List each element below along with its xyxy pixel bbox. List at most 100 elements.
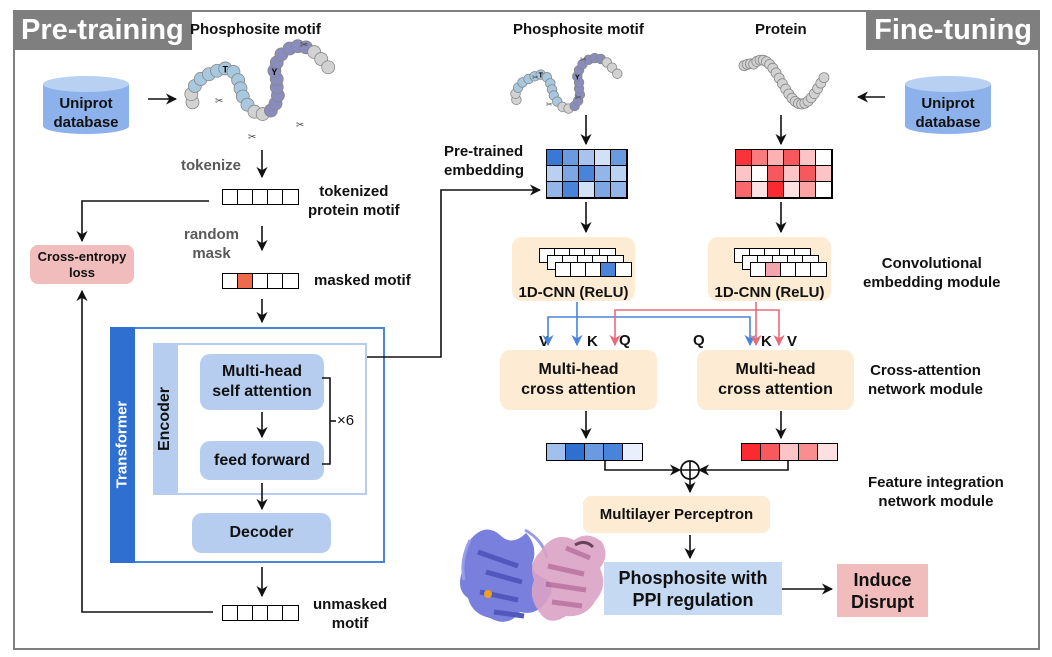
arrow-encoder-to-embedding	[367, 184, 542, 358]
feature-module-label: Feature integration network module	[868, 473, 1004, 511]
phosphosite-atom	[484, 590, 492, 598]
cross-right-line1: Multi-head	[735, 361, 816, 378]
feature-module-line2: network module	[878, 493, 994, 510]
database-cylinder-body	[905, 84, 991, 134]
feature-map-cell	[586, 263, 601, 276]
scissors-icon: ✂	[248, 132, 256, 143]
feature-cell	[818, 444, 837, 460]
token-cell	[223, 274, 238, 288]
right-input-v: V	[787, 333, 798, 350]
mlp-box: Multilayer Perceptron	[583, 496, 770, 533]
cross-left-line2: cross attention	[521, 381, 636, 398]
db-label-line2: database	[53, 114, 119, 131]
pretrained-line2: embedding	[444, 162, 525, 179]
motif-feature-vector	[546, 443, 643, 461]
token-cell	[238, 190, 253, 204]
scissors-icon: ✂	[575, 93, 582, 102]
residue-label: Y	[271, 67, 277, 77]
output-line1: Phosphosite with	[618, 567, 768, 588]
unmasked-motif	[222, 605, 299, 621]
feature-map-cell	[751, 263, 766, 276]
residue-label: T	[539, 73, 544, 80]
red-arrow-v	[756, 309, 785, 347]
cross-right-line2: cross attention	[718, 381, 833, 398]
scissors-icon: ✂	[296, 120, 304, 131]
tokenized-label-line1: tokenized	[319, 183, 389, 200]
database-label: Uniprot database	[43, 94, 129, 132]
token-cell	[238, 606, 253, 620]
blue-protein-chain	[460, 528, 552, 622]
token-cell	[253, 190, 268, 204]
unmasked-line2: motif	[331, 615, 369, 632]
arrow-tokenized-to-loss	[76, 200, 209, 243]
loss-line1: Cross-entropy	[37, 248, 127, 264]
feature-cell	[761, 444, 780, 460]
feature-cell	[547, 444, 566, 460]
db-label-line1: Uniprot	[59, 95, 113, 112]
residue-bead	[612, 68, 623, 79]
blue-arrow-v	[542, 316, 577, 347]
conv-module-line2: embedding module	[863, 274, 1001, 291]
cross-attention-right: Multi-head cross attention	[697, 350, 854, 410]
masked-motif-label: masked motif	[314, 272, 411, 289]
feature-map-cell	[811, 263, 826, 276]
unmasked-motif-label: unmasked motif	[313, 595, 387, 633]
protein-title: Protein	[755, 21, 807, 38]
left-input-q: Q	[619, 332, 631, 349]
protein-embedding-matrix	[735, 149, 833, 199]
scissors-icon: ✂	[546, 100, 553, 109]
token-cell	[253, 606, 268, 620]
cross-module-label: Cross-attention network module	[868, 361, 983, 399]
cnn-right-label: 1D-CNN (ReLU)	[714, 284, 825, 301]
feature-cell	[604, 444, 623, 460]
feature-module-line1: Feature integration	[868, 474, 1004, 491]
uniprot-database-left: Uniprot database	[43, 76, 129, 142]
loss-line2: loss	[68, 264, 95, 280]
transformer-side-bar	[110, 327, 135, 563]
repeat-label: ×6	[337, 412, 355, 429]
scissors-icon: ✂	[580, 55, 587, 64]
cross-module-line1: Cross-attention	[870, 362, 981, 379]
pretrained-embedding-label: Pre-trained embedding	[444, 142, 524, 180]
feature-cell	[623, 444, 642, 460]
embedding-cell	[610, 181, 627, 198]
feature-map-layer	[750, 262, 827, 277]
pink-protein-chain	[531, 535, 606, 621]
database-label: Uniprot database	[905, 94, 991, 132]
finetuning-motif-title: Phosphosite motif	[513, 21, 644, 38]
pretraining-tag: Pre-training	[13, 10, 192, 50]
db-label-line2: database	[915, 114, 981, 131]
feature-map-cell	[766, 263, 781, 276]
feed-forward-box: feed forward	[200, 441, 324, 480]
residue-label: T	[223, 64, 229, 74]
uniprot-database-right: Uniprot database	[905, 76, 991, 142]
tokenize-label: tokenize	[181, 157, 242, 174]
encoder-side-bar	[153, 343, 178, 495]
scissors-icon: ✂	[215, 96, 223, 107]
arrow-red-feat-to-sum	[697, 461, 789, 476]
feature-map-cell	[796, 263, 811, 276]
result-line2: Disrupt	[851, 591, 914, 612]
token-cell	[268, 190, 283, 204]
red-arrow-q-to-left	[609, 309, 756, 347]
feature-map-cell	[616, 263, 631, 276]
arrow-unmasked-to-loss	[76, 289, 213, 613]
pretrained-embedding-matrix	[546, 149, 628, 199]
pretrained-line1: Pre-trained	[444, 143, 524, 160]
feature-cell	[780, 444, 799, 460]
feature-cell	[742, 444, 761, 460]
protein-feature-vector	[741, 443, 838, 461]
cnn-left-label: 1D-CNN (ReLU)	[518, 284, 629, 301]
masked-motif	[222, 273, 299, 289]
tokenized-protein-motif-label: tokenized protein motif	[308, 182, 400, 220]
masked-token-cell	[238, 274, 253, 288]
database-cylinder-top	[905, 76, 991, 92]
blue-arrow-q-to-right	[577, 316, 756, 347]
tokenized-motif	[222, 189, 299, 205]
